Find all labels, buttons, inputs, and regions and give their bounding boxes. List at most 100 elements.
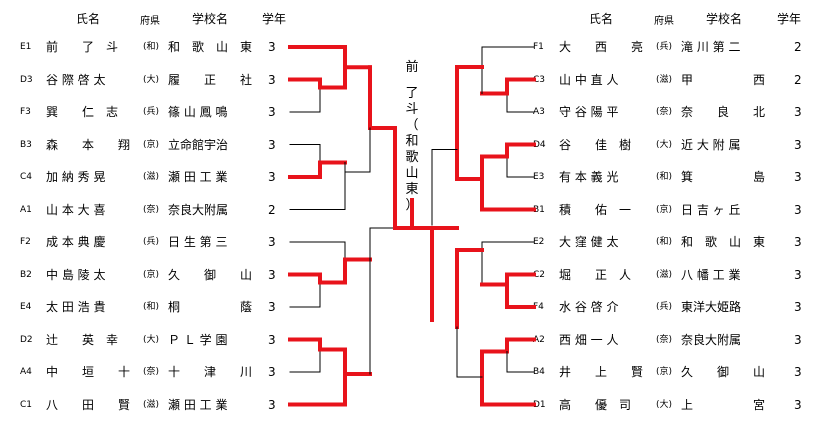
player-name: 大 西 亮 (559, 40, 644, 54)
right-header-grade: 学年 (777, 12, 802, 26)
grade: 3 (794, 332, 802, 347)
player-name: 水 谷 啓 介 (559, 300, 619, 314)
winner-line (288, 160, 347, 179)
school-name: 奈良大附属 (681, 332, 742, 347)
seed-label: D1 (533, 399, 546, 410)
seed-label: C1 (20, 399, 33, 410)
seed-label: F4 (533, 302, 544, 312)
prefecture: (和) (656, 237, 673, 247)
seed-label: E1 (20, 42, 32, 52)
player-name: 堀 正 人 (559, 267, 632, 282)
player-name: 森 本 翔 (46, 137, 131, 152)
player-name: 有 本 義 光 (559, 170, 619, 184)
grade: 3 (268, 397, 276, 412)
prefecture: (大) (656, 399, 673, 410)
player-name: 巽 仁 志 (46, 105, 119, 119)
player-name: 加 納 秀 晃 (46, 170, 106, 184)
left-header-name: 氏名 (76, 12, 101, 26)
prefecture: (奈) (656, 334, 673, 345)
player-name: 中 島 陵 太 (46, 267, 106, 282)
winner-line (505, 272, 536, 309)
bracket-line (289, 79, 321, 113)
prefecture: (奈) (143, 204, 160, 215)
right-header-school: 学校名 (706, 12, 743, 26)
school-name: 日 吉 ヶ 丘 (681, 202, 741, 217)
grade: 3 (794, 202, 802, 217)
prefecture: (大) (143, 74, 160, 85)
champion-label: 前了斗（和歌山東） (402, 60, 422, 214)
winner-line (288, 337, 322, 352)
prefecture: (京) (656, 367, 673, 377)
bracket-line (289, 274, 321, 308)
bracket-line (289, 339, 321, 373)
player-name: 積 佑 一 (559, 202, 632, 217)
school-name: Ｐ Ｌ 学 園 (168, 332, 228, 347)
school-name: 履 正 社 (168, 72, 253, 87)
winner-line (318, 257, 372, 285)
school-name: 久 御 山 (681, 365, 766, 379)
seed-label: B4 (533, 367, 545, 377)
seed-label: E2 (533, 237, 545, 247)
winner-line (480, 77, 536, 96)
school-name: 和 歌 山 東 (681, 235, 766, 249)
left-header-grade: 学年 (262, 12, 287, 26)
grade: 2 (794, 72, 802, 87)
player-name: 前 了 斗 (46, 40, 119, 54)
prefecture: (兵) (143, 107, 160, 117)
player-name: 西 畑 一 人 (559, 332, 619, 347)
player-name: 守 谷 陽 平 (559, 105, 619, 119)
winner-line (430, 226, 459, 322)
winner-line (480, 349, 536, 407)
grade: 3 (268, 267, 276, 282)
school-name: 奈 良 北 (681, 105, 766, 119)
grade: 3 (794, 235, 802, 249)
seed-label: B1 (533, 204, 545, 215)
school-name: 和 歌 山 東 (168, 40, 253, 54)
seed-label: F2 (20, 237, 31, 247)
prefecture: (京) (656, 204, 673, 215)
grade: 2 (794, 40, 802, 54)
school-name: 日 生 第 三 (168, 235, 228, 249)
champion-char: 斗 (405, 102, 419, 117)
champion-char: 前 (405, 60, 419, 75)
seed-label: B3 (20, 139, 32, 150)
bracket-line (289, 349, 321, 373)
prefecture: (兵) (656, 42, 673, 52)
winner-line (505, 142, 536, 159)
grade: 3 (794, 300, 802, 314)
seed-label: C4 (20, 172, 33, 182)
player-name: 大 窪 健 太 (559, 235, 619, 249)
player-name: 井 上 賢 (559, 365, 644, 379)
winner-line (455, 65, 484, 181)
grade: 3 (268, 72, 276, 87)
player-name: 成 本 典 慶 (46, 235, 106, 249)
left-header-school: 学校名 (192, 12, 229, 26)
school-name: 瀬 田 工 業 (168, 397, 228, 412)
school-name: 篠 山 鳳 鳴 (168, 105, 228, 119)
bracket-line (506, 156, 535, 178)
prefecture: (奈) (143, 367, 160, 377)
winner-line (368, 65, 397, 130)
prefecture: (京) (143, 139, 160, 150)
player-name: 山 中 直 人 (559, 72, 619, 87)
school-name: 甲 西 (681, 72, 766, 87)
player-name: 太 田 浩 貴 (46, 300, 106, 314)
seed-label: F1 (533, 42, 544, 52)
school-name: 箕 島 (681, 170, 766, 184)
grade: 3 (268, 40, 276, 54)
seed-label: D2 (20, 334, 33, 345)
bracket-line (506, 351, 535, 373)
school-name: 滝 川 第 二 (681, 40, 741, 54)
school-name: 十 津 川 (168, 365, 253, 379)
bracket-line (289, 144, 321, 178)
champion-char: 了 (405, 86, 419, 101)
bracket-line (506, 79, 535, 113)
champion-char: （ (405, 118, 419, 133)
school-name: 八 幡 工 業 (681, 267, 741, 282)
bracket-line (289, 241, 346, 270)
grade: 3 (794, 170, 802, 184)
school-name: 上 宮 (681, 397, 766, 412)
grade: 3 (268, 105, 276, 119)
bracket-line (369, 227, 396, 375)
seed-label: E3 (533, 172, 545, 182)
